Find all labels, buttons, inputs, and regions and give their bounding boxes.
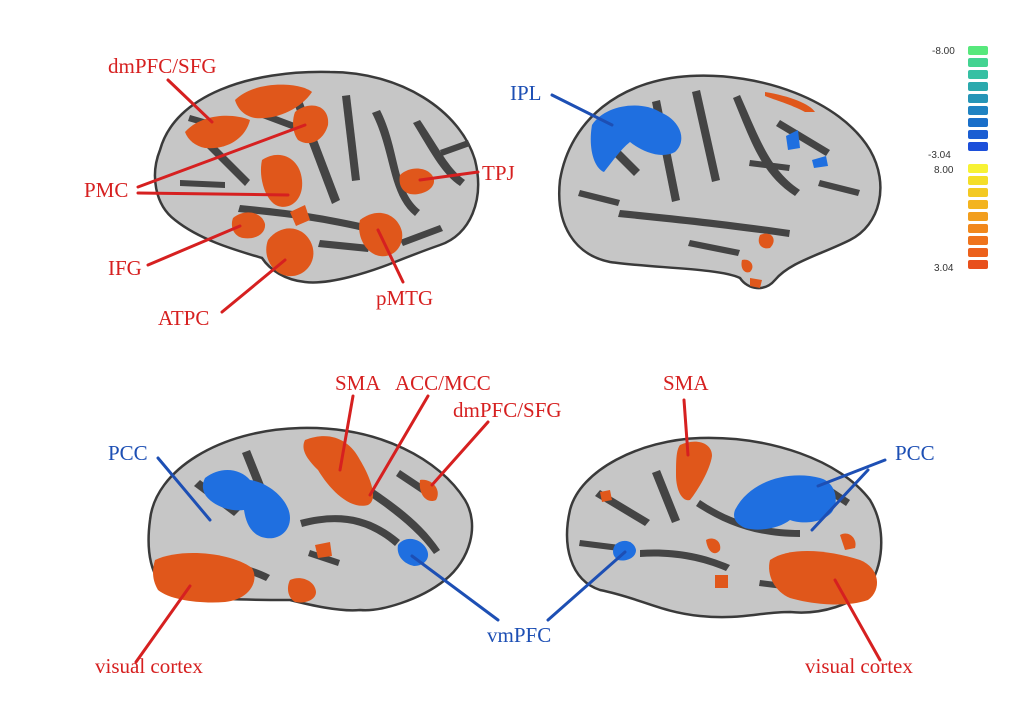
brain-left-medial [147,426,474,612]
label-pcc-left: PCC [108,441,148,465]
colorbar-neg-swatch-4 [968,94,988,103]
label-ipl: IPL [510,81,542,105]
leader-lines [134,78,887,664]
colorbar-pos-swatch-3 [968,200,988,209]
colorbar-neg-max-label: -3.04 [928,150,951,161]
colorbar-pos-swatch-7 [968,248,988,257]
label-sma-right: SMA [663,371,709,395]
colorbar-pos-swatch-0 [968,164,988,173]
region-labels: dmPFC/SFG PMC TPJ IFG ATPC pMTG IPL SMA … [84,54,935,678]
label-dmpfc-sfg-top: dmPFC/SFG [108,54,217,78]
colorbar-pos-swatch-2 [968,188,988,197]
colorbar-pos-min-label: 8.00 [934,165,954,176]
colorbar-neg-swatch-6 [968,118,988,127]
colorbar-pos-swatch-5 [968,224,988,233]
colorbar: -8.00 -3.04 8.00 3.04 [928,46,988,274]
colorbar-neg-swatch-2 [968,70,988,79]
colorbar-pos-swatch-8 [968,260,988,269]
label-visual-cortex-right: visual cortex [805,654,913,678]
label-sma-left: SMA [335,371,381,395]
colorbar-pos-swatch-6 [968,236,988,245]
label-pcc-right: PCC [895,441,935,465]
colorbar-pos-swatch-4 [968,212,988,221]
colorbar-neg-swatch-7 [968,130,988,139]
colorbar-neg-swatch-0 [968,46,988,55]
colorbar-positive-swatches [968,164,988,269]
colorbar-neg-swatch-3 [968,82,988,91]
label-tpj: TPJ [482,161,515,185]
colorbar-pos-swatch-1 [968,176,988,185]
colorbar-neg-min-label: -8.00 [932,46,955,57]
label-atpc: ATPC [158,306,209,330]
label-visual-cortex-left: visual cortex [95,654,203,678]
colorbar-neg-swatch-8 [968,142,988,151]
colorbar-neg-swatch-5 [968,106,988,115]
label-pmtg: pMTG [376,286,433,310]
colorbar-negative-swatches [968,46,988,151]
colorbar-pos-max-label: 3.04 [934,263,954,274]
colorbar-neg-swatch-1 [968,58,988,67]
label-vmpfc: vmPFC [487,623,551,647]
label-ifg: IFG [108,256,142,280]
brain-right-medial [565,436,883,619]
brain-right-lateral [557,74,882,290]
label-pmc: PMC [84,178,128,202]
label-acc-mcc: ACC/MCC [395,371,491,395]
label-dmpfc-sfg-bottom: dmPFC/SFG [453,398,562,422]
